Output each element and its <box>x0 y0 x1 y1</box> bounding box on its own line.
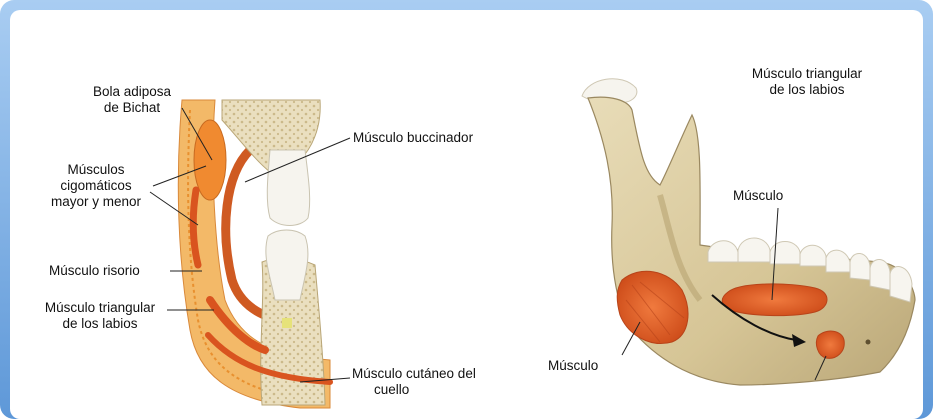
label-zygomatic-line3: mayor y menor <box>40 194 152 210</box>
label-triangular-right-line1: Músculo triangular <box>742 66 872 82</box>
label-triangular-right-line2: de los labios <box>742 82 872 98</box>
label-triangular-muscle-left: Músculo triangular de los labios <box>34 300 166 332</box>
upper-tooth <box>267 150 309 226</box>
label-triangular-left-line1: Músculo triangular <box>34 300 166 316</box>
label-buccinator-muscle: Músculo buccinador <box>353 130 473 146</box>
label-cutaneous-neck-muscle: Músculo cutáneo del cuello <box>352 366 476 398</box>
label-bichat-fat-pad: Bola adiposa de Bichat <box>78 84 186 116</box>
label-muscle-lower: Músculo <box>548 358 598 374</box>
label-cutaneo-line1: Músculo cutáneo del <box>352 366 476 382</box>
label-bichat-line1: Bola adiposa <box>78 84 186 100</box>
label-muscle-upper: Músculo <box>733 188 783 204</box>
label-risorio-muscle: Músculo risorio <box>49 263 140 279</box>
label-zygomatic-line2: cigomáticos <box>40 178 152 194</box>
label-zygomatic-line1: Músculos <box>40 162 152 178</box>
label-bichat-line2: de Bichat <box>78 100 186 116</box>
muscle-patch-chin <box>816 331 844 358</box>
label-triangular-muscle-right: Músculo triangular de los labios <box>742 66 872 98</box>
muscle-patch-upper <box>722 284 827 316</box>
label-triangular-left-line2: de los labios <box>34 316 166 332</box>
label-cutaneo-line2: cuello <box>352 382 476 398</box>
label-zygomatic-muscles: Músculos cigomáticos mayor y menor <box>40 162 152 210</box>
